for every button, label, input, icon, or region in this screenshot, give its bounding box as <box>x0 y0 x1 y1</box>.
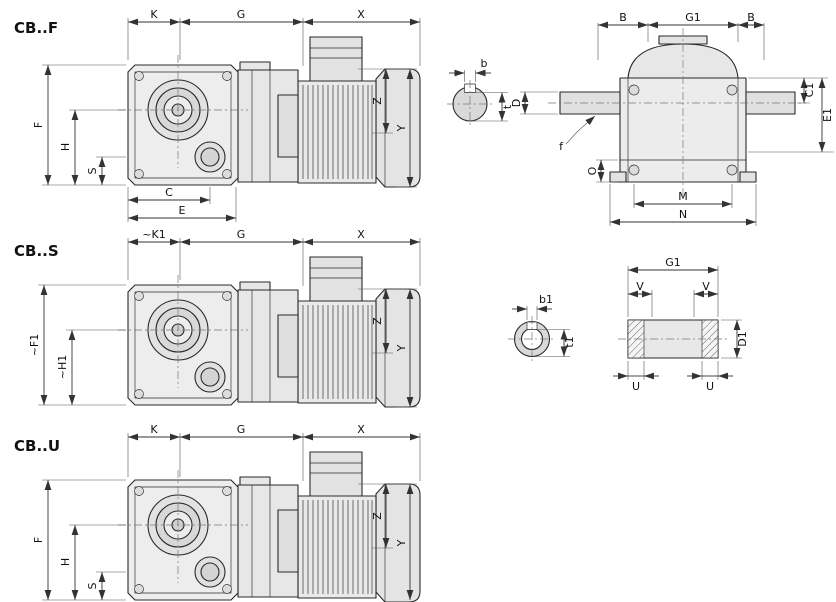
front-view-cbf: B G1 B D f O C1 E1 M N <box>510 11 834 226</box>
dim-label-c1: C1 <box>803 83 816 98</box>
dims-cbf: K G X Z Y F H S C E <box>32 8 421 222</box>
dim-label-v-left: V <box>636 280 644 293</box>
dim-label-k1: ~K1 <box>142 228 165 241</box>
dim-label-u-left: U <box>632 380 640 393</box>
dim-label-f-chamfer: f <box>559 140 564 153</box>
dim-label-x: X <box>357 8 365 21</box>
section-cbf: CB..F K G X Z Y F H S C E <box>14 8 834 226</box>
hollow-shaft-side-view: G1 V V U U D1 <box>613 256 749 393</box>
section-title-cbf: CB..F <box>14 19 58 37</box>
dims-cbs: ~K1 G X Z Y ~F1 ~H1 <box>28 228 421 408</box>
dim-label-t: t <box>501 104 514 109</box>
dim-label-d: D <box>510 99 523 107</box>
key-cross-section-cbs: b1 t1 <box>508 293 576 364</box>
shaft-right <box>745 91 796 115</box>
dim-label-s: S <box>86 582 99 589</box>
dim-label-u-right: U <box>706 380 714 393</box>
dim-label-d1: D1 <box>736 331 749 346</box>
dim-label-x: X <box>357 228 365 241</box>
dim-label-e: E <box>179 204 186 217</box>
dim-label-y: Y <box>395 124 408 132</box>
dims-cbu: K G X Z Y F H S <box>32 423 421 601</box>
dim-label-b-right: B <box>747 11 755 24</box>
dim-label-z: Z <box>371 97 384 105</box>
dim-label-e1: E1 <box>821 108 834 122</box>
dim-label-f1: ~F1 <box>28 334 41 357</box>
dim-label-n: N <box>679 208 687 221</box>
dim-label-c: C <box>165 186 173 199</box>
dim-label-g1: G1 <box>665 256 681 269</box>
dim-label-b-left: B <box>619 11 627 24</box>
section-cbs: CB..S ~K1 G X Z Y ~F1 ~H1 <box>14 228 749 408</box>
dim-label-b1: b1 <box>539 293 553 306</box>
dim-label-s: S <box>86 167 99 174</box>
side-view-cbf <box>117 36 421 188</box>
dim-label-m: M <box>678 190 688 203</box>
dim-label-y: Y <box>395 539 408 547</box>
dim-label-k: K <box>150 423 158 436</box>
dim-label-t1: t1 <box>563 336 576 347</box>
section-title-cbu: CB..U <box>14 437 60 455</box>
dim-label-h1: ~H1 <box>56 355 69 380</box>
dim-label-g: G <box>237 423 246 436</box>
section-title-cbs: CB..S <box>14 242 59 260</box>
dim-label-f: F <box>32 537 45 543</box>
dim-label-v-right: V <box>702 280 710 293</box>
dim-label-o: O <box>586 166 599 175</box>
foot-left <box>609 171 627 183</box>
dim-label-g: G <box>237 228 246 241</box>
dim-label-k: K <box>150 8 158 21</box>
dim-label-h: H <box>59 143 72 151</box>
key-cross-section-cbf: b t <box>447 57 514 128</box>
dim-label-z: Z <box>371 512 384 520</box>
dim-label-x: X <box>357 423 365 436</box>
dim-label-y: Y <box>395 344 408 352</box>
dim-label-z: Z <box>371 317 384 325</box>
dim-label-g: G <box>237 8 246 21</box>
foot-right <box>739 171 757 183</box>
section-cbu: CB..U K G X Z Y F H S <box>14 423 421 602</box>
side-view-cbs <box>117 256 421 408</box>
dim-label-b: b <box>481 57 488 70</box>
side-view-cbu <box>117 451 421 602</box>
dim-label-g1: G1 <box>685 11 701 24</box>
dim-label-f: F <box>32 122 45 128</box>
dim-label-h: H <box>59 558 72 566</box>
